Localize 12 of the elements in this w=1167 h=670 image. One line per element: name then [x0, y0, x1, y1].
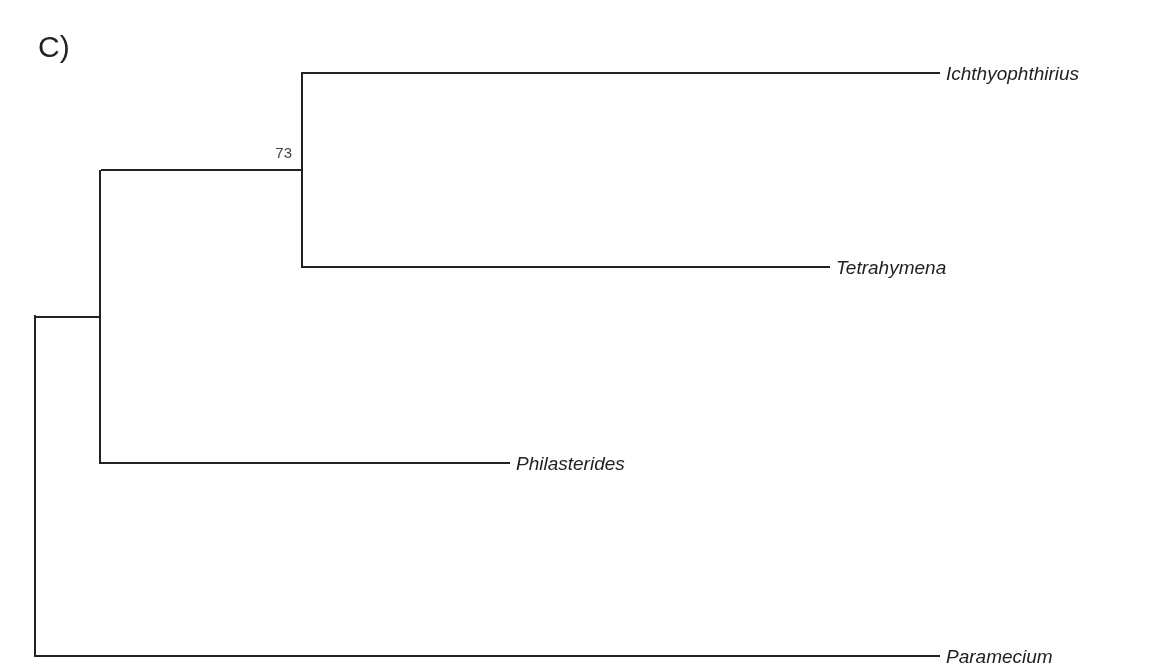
taxon-label: Tetrahymena	[836, 258, 947, 282]
tree-branch	[302, 72, 941, 74]
tree-branch	[100, 169, 302, 171]
taxon-label: Paramecium	[946, 647, 1053, 670]
taxon-label: Philasterides	[516, 454, 625, 478]
tree-branch	[35, 316, 100, 318]
taxon-label: Ichthyophthirius	[946, 64, 1080, 88]
tree-branch	[302, 266, 831, 268]
tree-branch	[100, 462, 511, 464]
tree-branch	[35, 655, 941, 657]
panel-label: C)	[38, 32, 70, 62]
bootstrap-value: 73	[275, 143, 292, 163]
